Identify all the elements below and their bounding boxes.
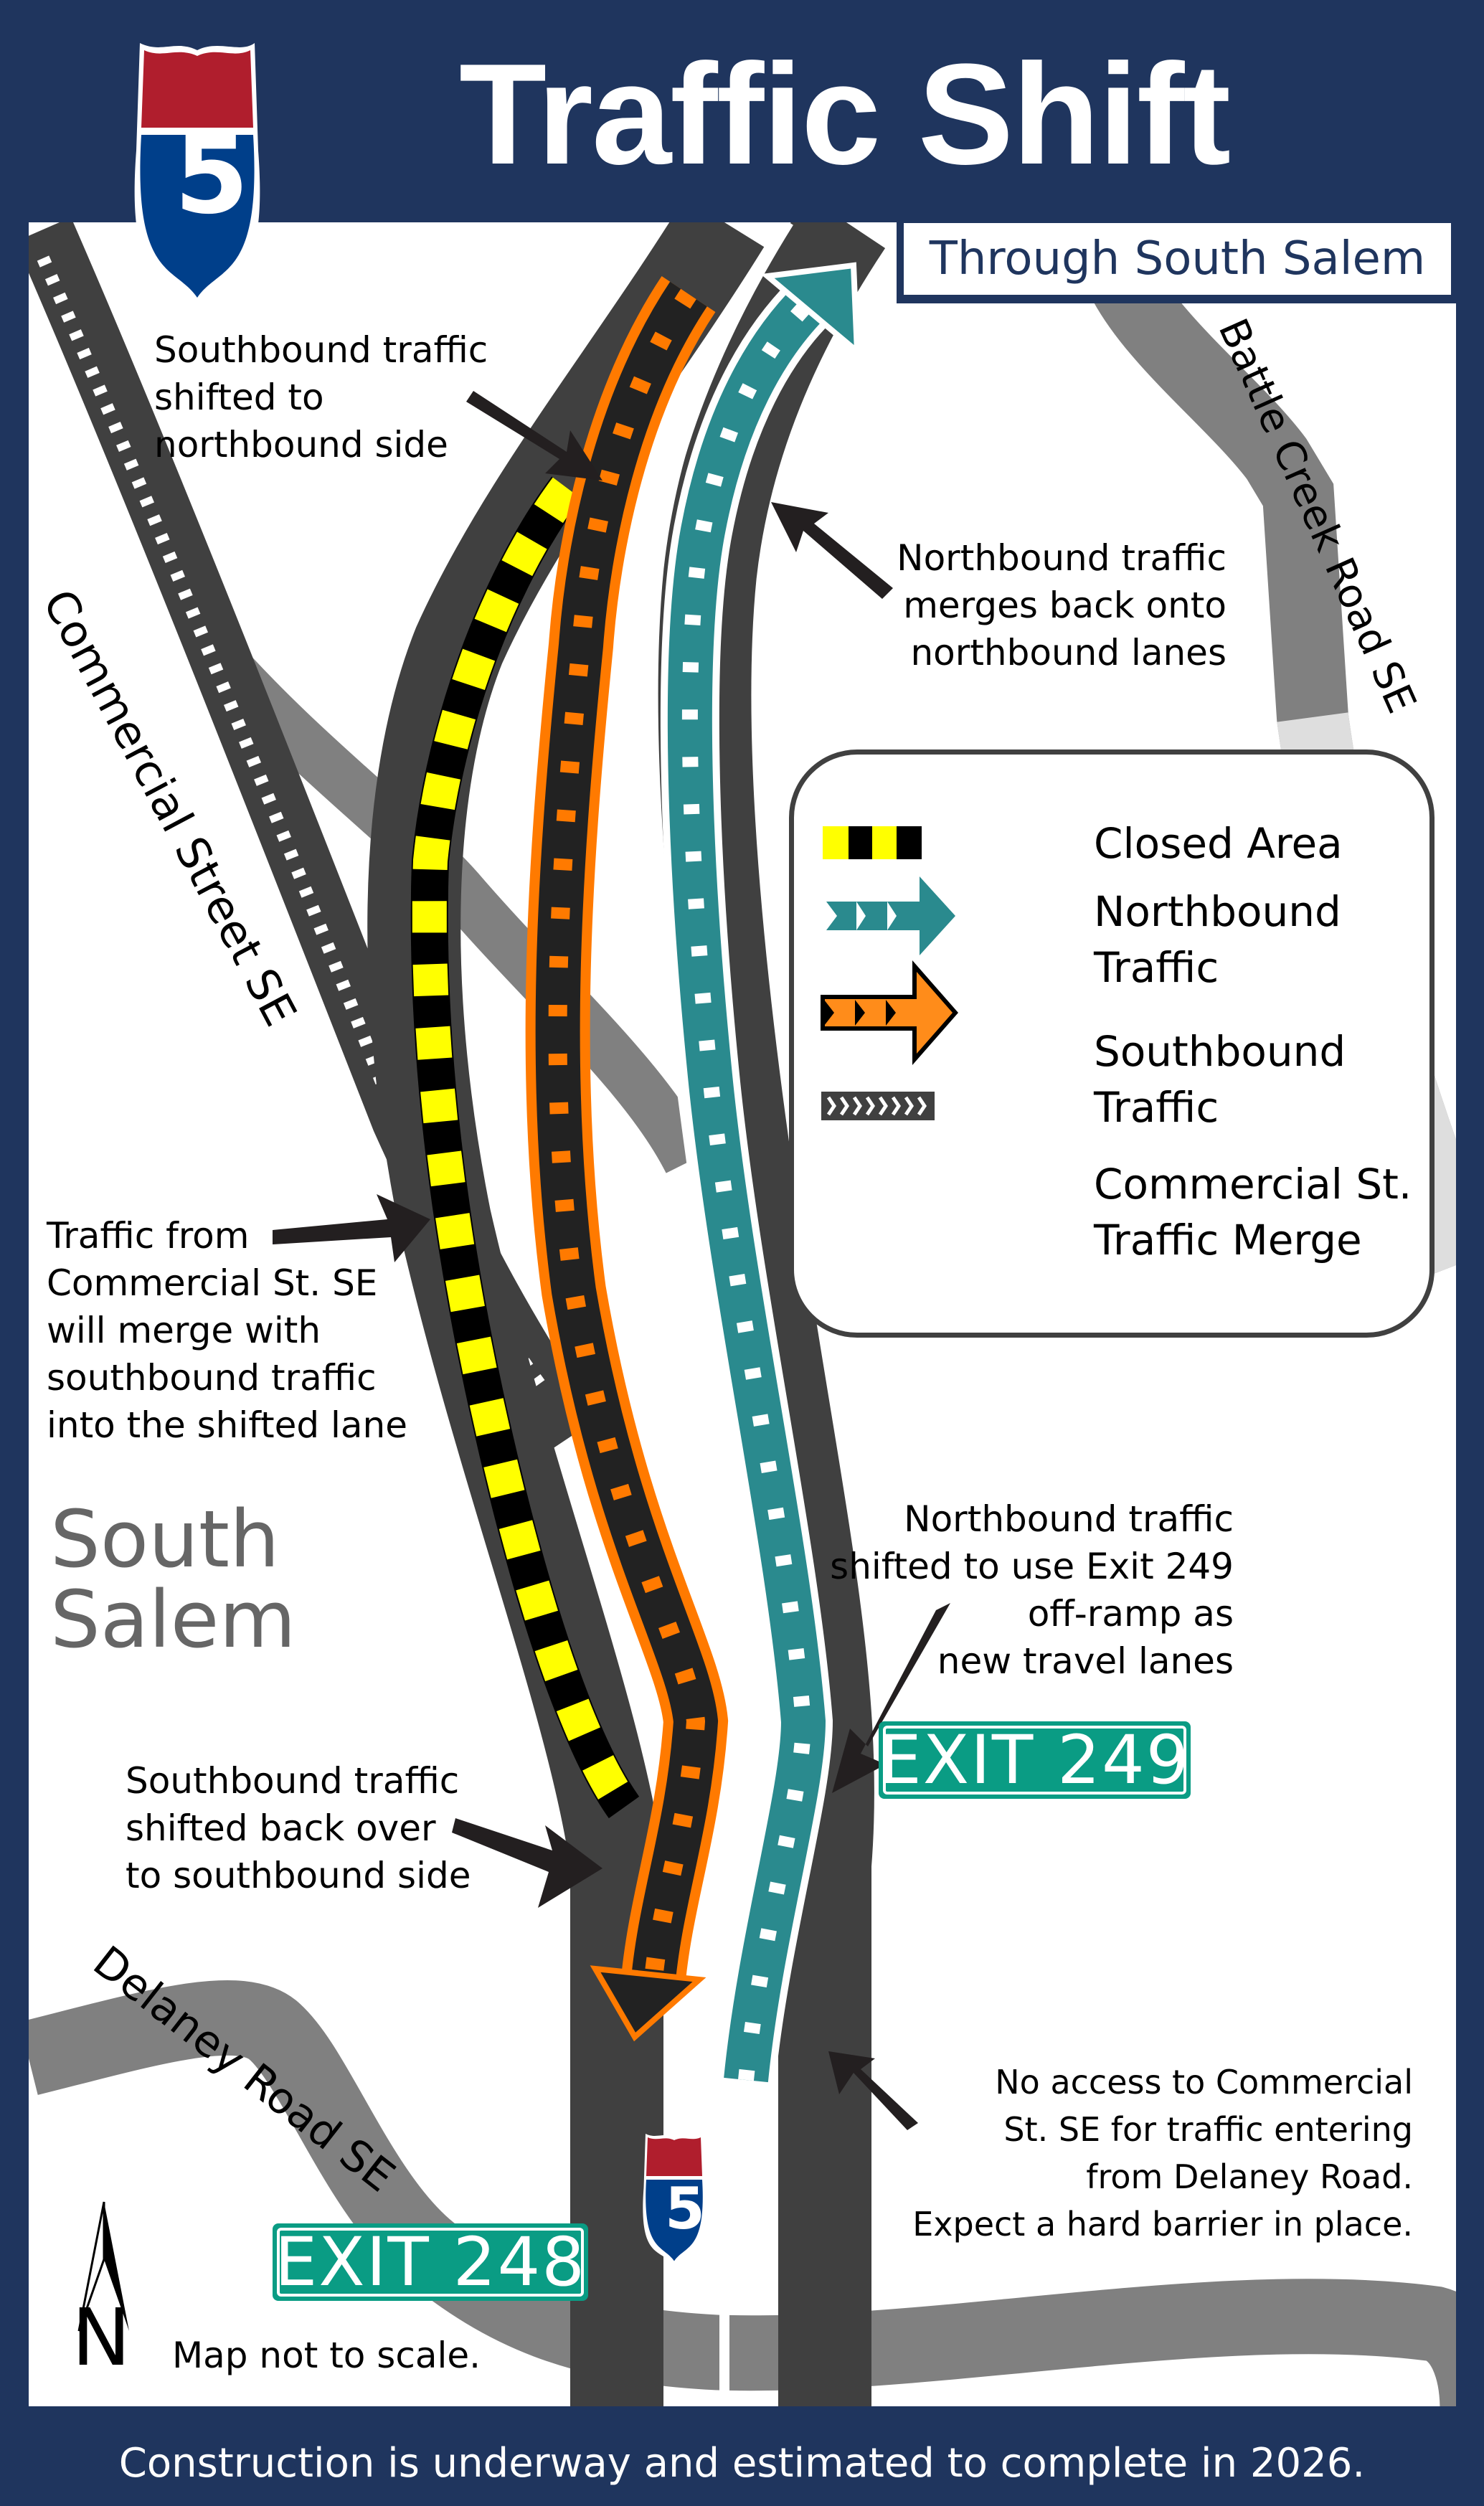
callout-nb-merge-back: Northbound traffic merges back onto nort…: [897, 537, 1227, 673]
i5-median: [643, 222, 793, 2406]
footer-note: Construction is underway and estimated t…: [118, 2440, 1366, 2487]
page-title: Traffic Shift: [459, 34, 1231, 194]
arrow-no-access: [828, 2051, 918, 2130]
shield-number-header: 5: [174, 113, 250, 238]
callout-nb-exit249: Northbound traffic shifted to use Exit 2…: [830, 1498, 1234, 1682]
callout-sb-shift-back: Southbound traffic shifted back over to …: [126, 1760, 471, 1896]
scale-note: Map not to scale.: [172, 2335, 481, 2376]
legend-label-merge: Commercial St. Traffic Merge: [1094, 1160, 1412, 1264]
legend-merge-swatch: [821, 1092, 935, 1120]
callout-no-access: No access to Commercial St. SE for traff…: [912, 2063, 1413, 2243]
callout-commercial-merge: Traffic from Commercial St. SE will merg…: [47, 1215, 407, 1446]
exit-sign-248: EXIT 248: [273, 2223, 588, 2302]
commercial-merge-chevrons: [37, 255, 551, 1396]
legend-southbound-swatch: [821, 960, 958, 1065]
interstate-shield-map: [643, 2134, 706, 2265]
interstate-shield-header: [134, 43, 260, 305]
southbound-arrowhead: [590, 1965, 706, 2042]
arrow-sb-shift-north: [466, 391, 602, 481]
subtitle-box: Through South Salem: [897, 221, 1463, 303]
arrow-commercial-merge: [273, 1194, 430, 1262]
southbound-route-triangles: [548, 288, 706, 1988]
arrow-nb-merge-back: [771, 502, 893, 599]
legend-swatches: [821, 826, 958, 1120]
closed-area-yellow: [412, 477, 638, 1817]
callout-sb-shift-north: Southbound traffic shifted to northbound…: [154, 329, 488, 465]
northbound-arrowhead: [760, 262, 861, 358]
arrow-nb-exit249: [832, 1603, 950, 1793]
shield-number-map: 5: [665, 2175, 705, 2242]
page-subtitle: Through South Salem: [904, 223, 1451, 295]
legend-label-southbound: Southbound Traffic: [1094, 1027, 1346, 1132]
exit-sign-248-text: EXIT 248: [274, 2223, 587, 2302]
exit-sign-249-text: EXIT 249: [879, 1721, 1191, 1800]
arrow-sb-shift-back: [452, 1818, 602, 1908]
compass-north-letter: N: [72, 2292, 131, 2383]
exit-sign-249: EXIT 249: [879, 1721, 1191, 1800]
place-label-south-salem: South Salem: [50, 1493, 296, 1665]
compass-arrow-right: [104, 2202, 129, 2331]
legend: Closed Area Northbound Traffic Southboun…: [789, 750, 1435, 1338]
legend-label-northbound: Northbound Traffic: [1094, 887, 1341, 992]
callout-arrows: [273, 391, 950, 2130]
northbound-route-fill: [667, 285, 827, 2083]
legend-northbound-swatch: [826, 876, 955, 955]
legend-closed-area-swatch: [823, 826, 922, 859]
legend-label-closed: Closed Area: [1094, 819, 1343, 868]
